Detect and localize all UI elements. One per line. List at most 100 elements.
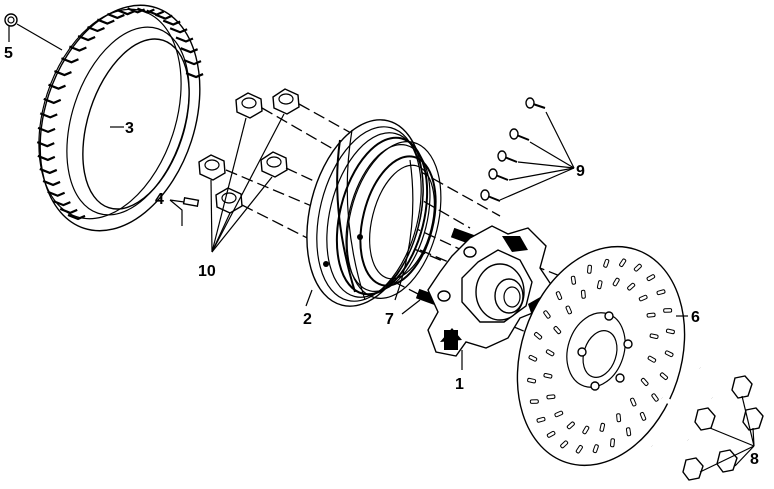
disc-slot — [587, 264, 592, 274]
tread-mark — [117, 9, 135, 16]
leader-2 — [305, 289, 313, 307]
tread-mark — [185, 72, 204, 79]
disc-slot — [630, 397, 637, 407]
disc-slot — [528, 354, 538, 362]
disc-slot — [553, 326, 562, 335]
bolt-1 — [698, 365, 753, 399]
disc-slot — [596, 280, 603, 290]
disc-slot — [580, 289, 586, 299]
tread-mark — [52, 200, 71, 207]
tread-mark — [183, 59, 202, 66]
part-3-tire — [36, 4, 204, 232]
tread-mark — [61, 57, 79, 64]
nut-5 — [215, 187, 243, 214]
bolt-3 — [660, 395, 716, 431]
disc-slot — [533, 331, 543, 340]
disc-slot — [536, 416, 546, 423]
tread-mark — [106, 12, 125, 20]
tread-mark — [36, 141, 55, 148]
disc-slot — [545, 349, 555, 357]
part-4-valve — [169, 197, 200, 207]
disc-slot — [633, 263, 642, 272]
disc-slot — [646, 312, 656, 318]
disc-slot — [651, 393, 659, 402]
tread-mark — [68, 45, 87, 52]
tread-mark — [37, 126, 56, 134]
tread-mark — [39, 167, 58, 175]
screw-5 — [480, 189, 501, 202]
nut-2 — [272, 88, 300, 115]
disc-slot — [566, 421, 575, 430]
disc-slot — [592, 444, 599, 454]
tire-tread — [36, 7, 204, 221]
disc-slot — [639, 411, 647, 421]
disc-slot — [656, 289, 666, 296]
disc-slot — [646, 274, 656, 282]
part-2-rim — [306, 119, 442, 307]
disc-slot — [625, 427, 632, 437]
disc-slot — [582, 425, 590, 435]
disc-slot — [664, 350, 674, 358]
callout-8: 8 — [750, 451, 759, 468]
disc-slot — [529, 399, 539, 404]
part-5-valve-cap — [4, 13, 63, 51]
part-8-bolts — [650, 365, 764, 481]
callout-4: 4 — [155, 191, 164, 208]
callout-1: 1 — [455, 376, 464, 393]
tread-mark — [47, 190, 66, 197]
tread-mark — [136, 7, 155, 14]
screw-4 — [488, 168, 509, 181]
tread-mark — [96, 18, 115, 25]
disc-slot — [603, 258, 610, 268]
tread-mark — [39, 112, 58, 119]
tread-mark — [67, 213, 86, 221]
disc-slot — [599, 422, 606, 432]
disc-slot — [554, 410, 564, 418]
screw-2 — [509, 128, 530, 141]
disc-slot — [555, 291, 563, 301]
nut-1 — [235, 92, 263, 119]
tread-mark — [37, 154, 56, 162]
disc-slot — [665, 328, 675, 335]
disc-slot — [619, 258, 627, 268]
callout-3: 3 — [125, 120, 134, 137]
callout-9: 9 — [576, 163, 585, 180]
part-9-screws — [480, 97, 575, 202]
disc-slot — [546, 430, 556, 438]
part-1-hub — [427, 225, 553, 370]
disc-slots — [527, 258, 675, 454]
disc-slot — [663, 308, 673, 313]
tread-mark — [169, 27, 188, 34]
disc-slot — [640, 377, 649, 386]
tread-mark — [175, 36, 194, 43]
disc-slot — [659, 372, 669, 381]
disc-slot — [565, 305, 572, 315]
part-10-nuts — [198, 88, 300, 253]
leader-4 — [169, 199, 183, 226]
part-6-brake-disc — [516, 245, 688, 467]
bolt-2 — [710, 395, 764, 431]
tread-mark — [180, 47, 199, 54]
tread-mark — [77, 34, 96, 42]
disc-slot — [543, 373, 553, 379]
tread-mark — [59, 207, 78, 215]
tread-mark — [87, 25, 105, 33]
disc-slot — [647, 355, 657, 363]
disc-slot — [616, 413, 622, 423]
screw-1 — [525, 97, 546, 109]
tread-mark — [162, 19, 181, 26]
disc-slot — [627, 282, 636, 291]
disc-slot — [543, 310, 551, 319]
disc-slot — [638, 294, 648, 302]
disc-slot — [546, 394, 556, 400]
nut-4 — [260, 151, 288, 178]
tread-mark — [42, 179, 61, 187]
disc-slot — [575, 444, 583, 454]
tread-mark — [54, 70, 72, 77]
disc-slot — [610, 438, 615, 448]
disc-slot — [560, 440, 569, 449]
callout-2: 2 — [303, 311, 312, 328]
bolt-5 — [650, 443, 704, 481]
disc-slot — [570, 275, 577, 285]
